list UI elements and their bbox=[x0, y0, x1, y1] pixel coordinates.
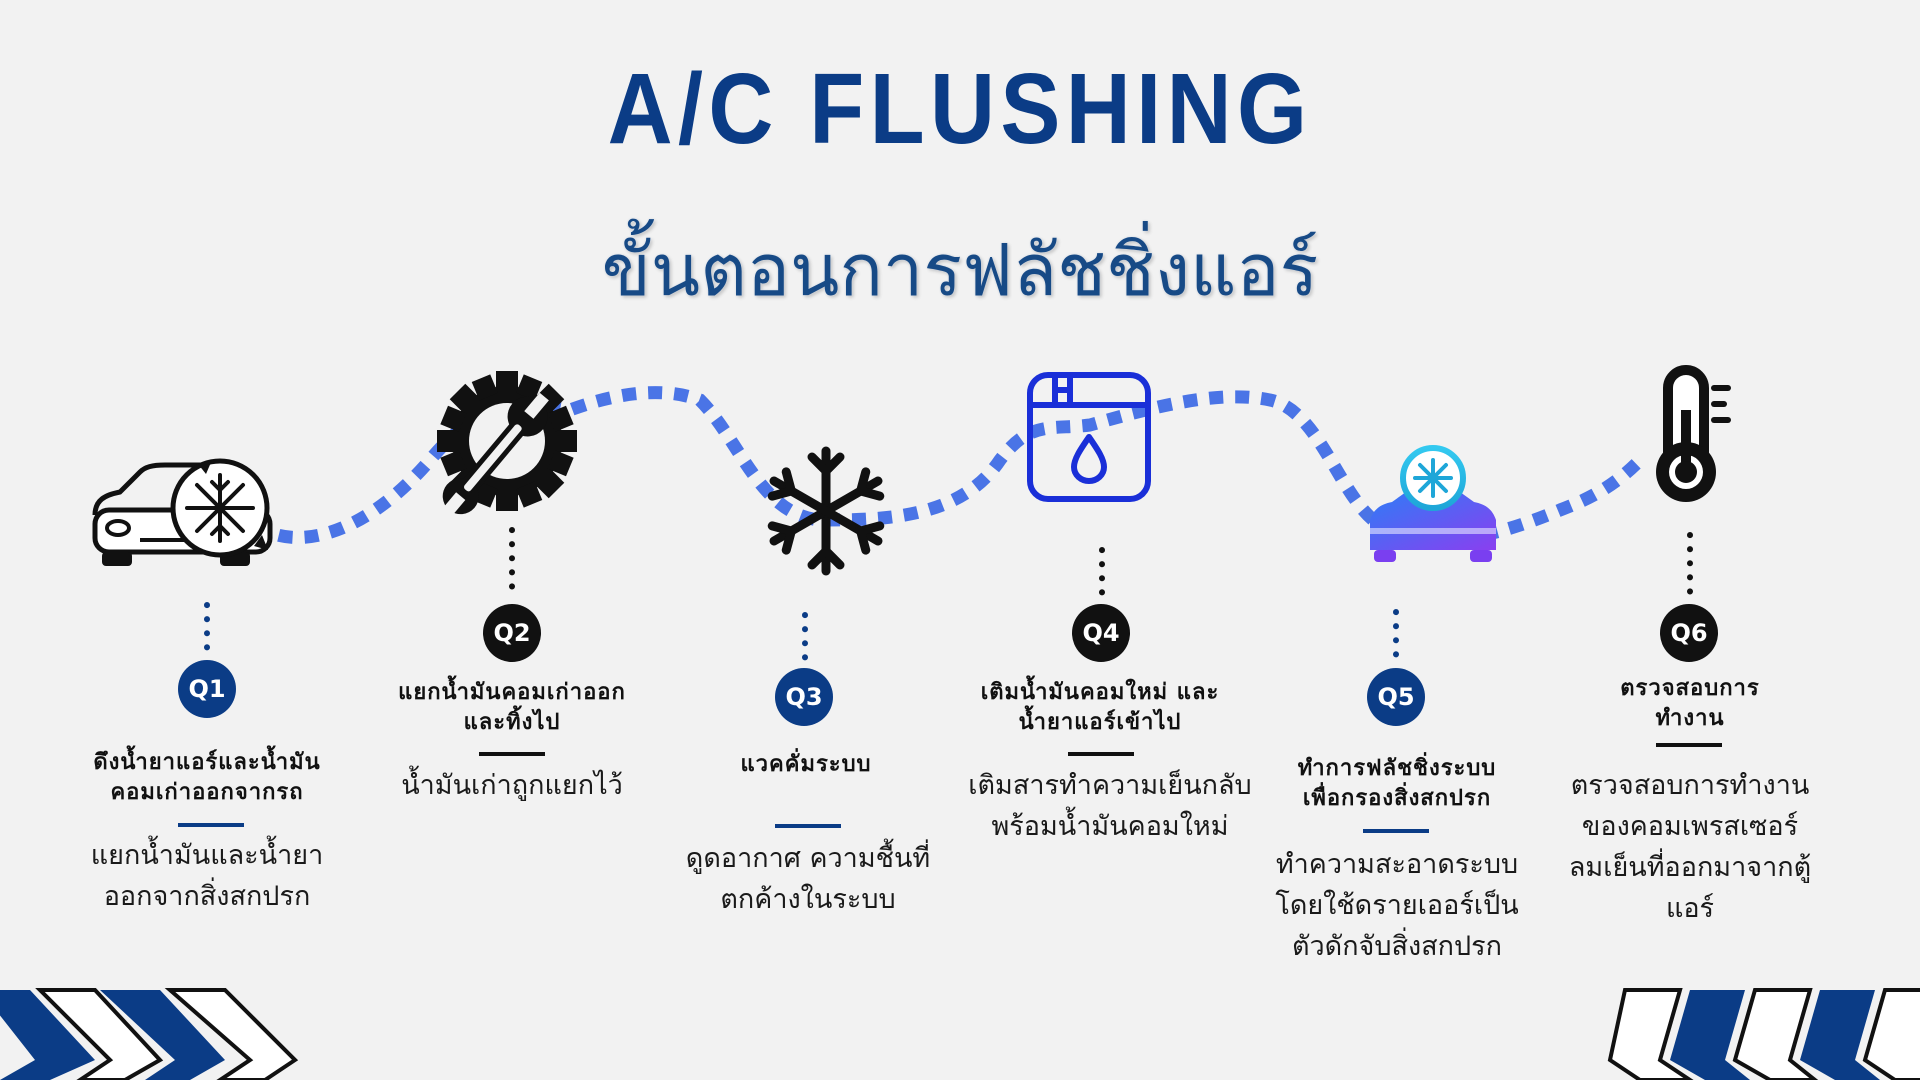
step-desc-q3: ดูดอากาศ ความชื้นที่ ตกค้างในระบบ bbox=[685, 843, 931, 915]
gear-wrench-icon bbox=[437, 371, 577, 519]
step-title-q6: ตรวจสอบการ ทำงาน bbox=[1620, 676, 1760, 731]
oil-tank-icon bbox=[1027, 372, 1151, 502]
step-rule-q6 bbox=[1656, 743, 1722, 747]
step-desc-q4: เติมสารทำความเย็นกลับ พร้อมน้ำมันคอมใหม่ bbox=[968, 770, 1252, 842]
step-desc-q1: แยกน้ำมันและน้ำยา ออกจากสิ่งสกปรก bbox=[90, 840, 324, 912]
step-desc-q6: ตรวจสอบการทำงาน ของคอมเพรสเซอร์ ลมเย็นที… bbox=[1568, 770, 1812, 924]
step-rule-q3 bbox=[775, 824, 841, 828]
step-rule-q5 bbox=[1363, 829, 1429, 833]
page-subtitle: ขั้นตอนการฟลัชชิ่งแอร์ bbox=[601, 228, 1319, 312]
step-desc-q5: ทำความสะอาดระบบ โดยใช้ดรายเออร์เป็น ตัวด… bbox=[1275, 849, 1519, 962]
step-badge-q3: Q3 bbox=[775, 668, 833, 726]
chevrons-left bbox=[0, 988, 299, 1080]
step-rule-q2 bbox=[479, 752, 545, 756]
thermometer-icon bbox=[1656, 365, 1731, 502]
step-rule-q4 bbox=[1068, 752, 1134, 756]
car-ac-icon bbox=[1370, 445, 1496, 562]
step-title-q2: แยกน้ำมันคอมเก่าออก และทิ้งไป bbox=[398, 680, 626, 735]
step-title-q4: เติมน้ำมันคอมใหม่ และ น้ำยาแอร์เข้าไป bbox=[980, 680, 1220, 735]
step-badge-q5: Q5 bbox=[1367, 668, 1425, 726]
step-badge-q2: Q2 bbox=[483, 604, 541, 662]
chevrons-right bbox=[1607, 988, 1920, 1080]
step-title-q5: ทำการฟลัชชิ่งระบบ เพื่อกรองสิ่งสกปรก bbox=[1297, 756, 1497, 811]
page-title: A/C FLUSHING bbox=[607, 53, 1313, 165]
step-desc-q2: น้ำมันเก่าถูกแยกไว้ bbox=[401, 770, 623, 801]
car-snowflake-icon bbox=[92, 458, 273, 566]
step-badge-q4: Q4 bbox=[1072, 604, 1130, 662]
step-rule-q1 bbox=[178, 823, 244, 827]
snowflake-icon bbox=[767, 446, 885, 576]
step-title-q1: ดึงน้ำยาแอร์และน้ำมัน คอมเก่าออกจากรถ bbox=[93, 750, 321, 805]
step-badge-q1: Q1 bbox=[178, 660, 236, 718]
step-badge-q6: Q6 bbox=[1660, 604, 1718, 662]
step-title-q3: แวคคั่มระบบ bbox=[740, 752, 872, 777]
